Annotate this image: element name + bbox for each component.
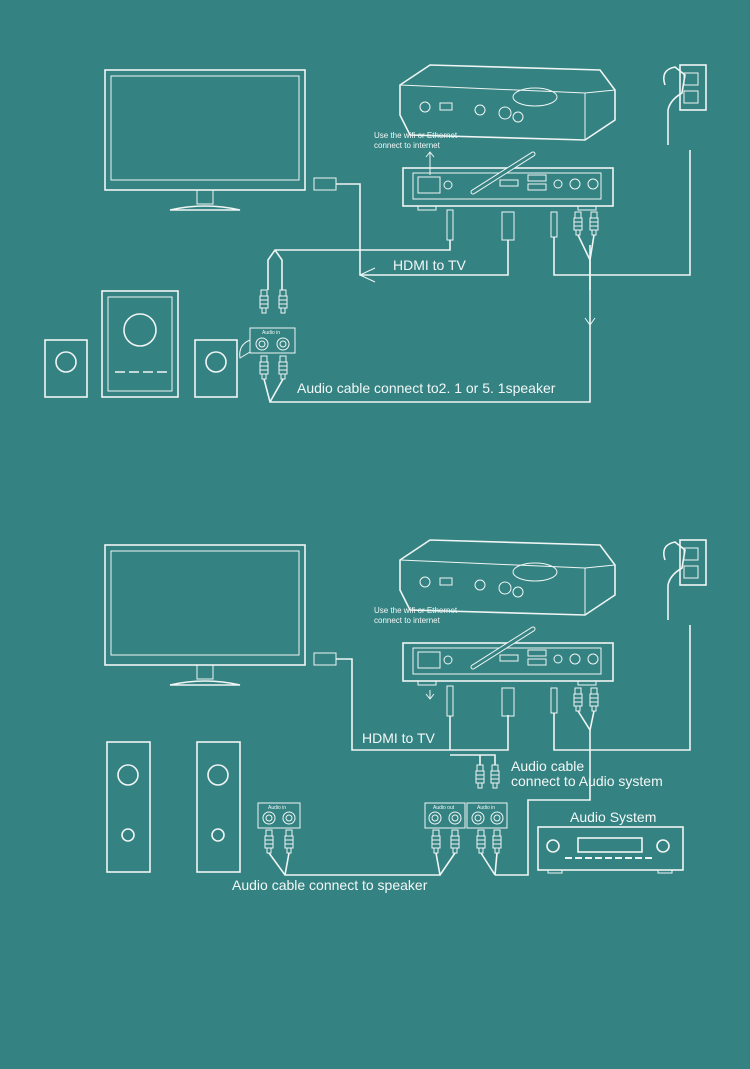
internet-note-line2: connect to internet [374,141,441,150]
internet-note-line1: Use the wifi or Ethernet [374,131,458,140]
power-adapter-icon [662,64,707,146]
speaker-cable-label: Audio cable connect to2. 1 or 5. 1speake… [297,380,556,396]
tv-icon [104,69,306,211]
media-box-icon [399,539,616,616]
audio-in-port-label: Audio in [262,330,280,336]
audio-in-port-label: Audio in [268,805,286,811]
box-rear-panel-icon [403,154,613,210]
audio-system-label: Audio System [570,809,656,825]
internet-note-line2: connect to internet [374,616,441,625]
audio-cable-label-line1: Audio cable [511,758,584,774]
bottom-diagram: Use the wifi or Ethernet connect to inte… [104,539,707,893]
speaker-cable-label: Audio cable connect to speaker [232,877,428,893]
audio-out-port [424,802,466,829]
power-adapter-icon [662,539,707,621]
audio-system-icon [537,826,684,874]
hdmi-label: HDMI to TV [362,730,436,746]
speaker-audio-in-port [257,802,301,829]
tv-icon [104,544,306,686]
audio-cable-label-line2: connect to Audio system [511,773,663,789]
arrow-down-icon [584,317,596,326]
audio-in-port-label: Audio in [477,805,495,811]
internet-note-line1: Use the wifi or Ethernet [374,606,458,615]
speakers-icon [106,741,241,873]
arrow-up-icon [425,151,435,175]
hdmi-label: HDMI to TV [393,257,467,273]
media-box-icon [399,64,616,141]
audio-out-port-label: Audio out [433,805,455,811]
hdmi-plug-icon [313,652,337,666]
system-audio-in-port [466,802,508,829]
top-diagram: Use the wifi or Ethernet connect to inte… [44,64,707,403]
hdmi-plug-icon [313,177,337,191]
speaker-system-icon [44,290,238,398]
box-rear-panel-icon [403,629,613,685]
arrow-left-icon [359,267,376,283]
